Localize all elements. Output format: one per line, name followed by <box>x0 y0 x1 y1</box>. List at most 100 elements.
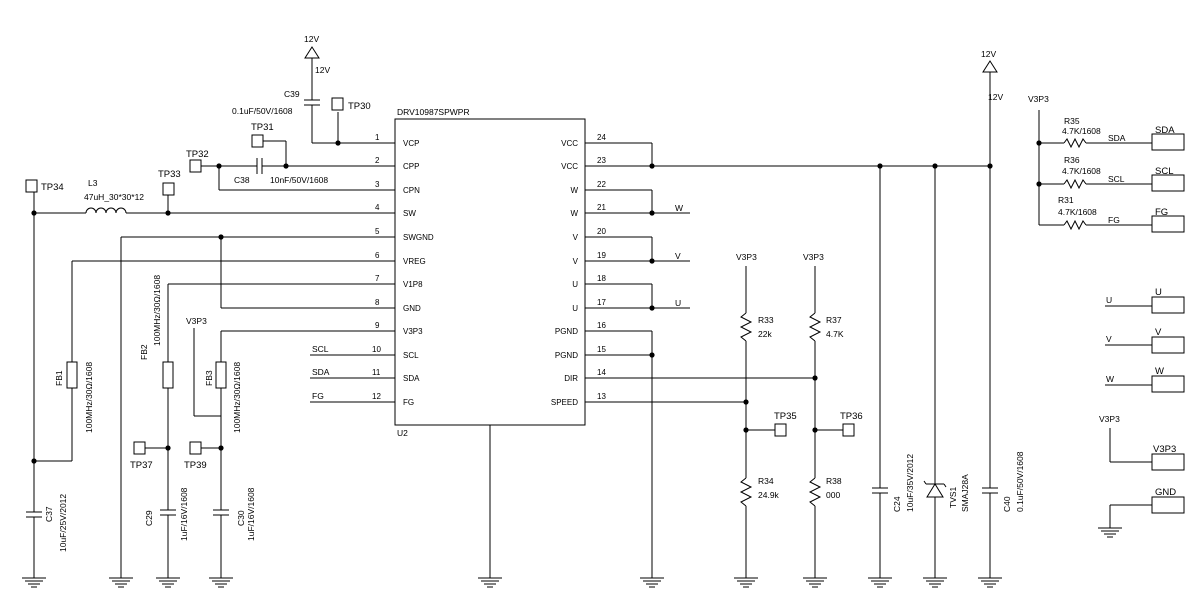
junction-dot <box>743 399 749 405</box>
net-u-in: U <box>1106 295 1112 305</box>
ground-icon <box>978 577 1002 588</box>
resistor-r33 <box>739 312 753 342</box>
test-point-tp32[interactable] <box>189 159 202 173</box>
pin-number: 6 <box>375 251 380 260</box>
connector-scl[interactable] <box>1151 174 1185 192</box>
connector-u-label: U <box>1155 287 1162 298</box>
r38-value: 000 <box>826 490 840 500</box>
ground-icon <box>478 577 502 588</box>
ground-icon <box>640 577 664 588</box>
capacitor-c39 <box>304 99 320 106</box>
tp31-label: TP31 <box>251 122 274 133</box>
pin-name: VREG <box>403 257 426 266</box>
test-point-tp37[interactable] <box>133 441 146 455</box>
junction-dot <box>987 163 993 169</box>
r36-value: 4.7K/1608 <box>1062 166 1101 176</box>
pin-number: 15 <box>597 345 606 354</box>
net-sda-pull: SDA <box>1108 133 1126 143</box>
ground-icon <box>868 577 892 588</box>
pin-number: 24 <box>597 133 606 142</box>
c40-ref: C40 <box>1002 496 1012 512</box>
junction-dot <box>812 375 818 381</box>
test-point-tp35[interactable] <box>774 423 787 437</box>
connector-v[interactable] <box>1151 336 1185 354</box>
connector-scl-label: SCL <box>1155 166 1173 177</box>
net-sda-in: SDA <box>312 367 330 377</box>
test-point-tp31[interactable] <box>251 134 264 148</box>
ic-ref-label: U2 <box>397 428 408 438</box>
c29-ref: C29 <box>144 510 154 526</box>
pin-number: 13 <box>597 392 606 401</box>
ground-icon <box>109 577 133 588</box>
pin-number: 12 <box>372 392 381 401</box>
pin-number: 7 <box>375 274 380 283</box>
connector-v3p3[interactable] <box>1151 453 1185 471</box>
fb3-value: 100MHz/30Ω/1608 <box>232 362 242 433</box>
pin-name: SW <box>403 209 416 218</box>
c39-ref: C39 <box>284 89 300 99</box>
pin-number: 4 <box>375 203 380 212</box>
net-w-out: W <box>675 203 683 213</box>
net-fg-pull: FG <box>1108 215 1120 225</box>
pin-name: SWGND <box>403 233 434 242</box>
ic-right-pins: 24 23 22 21 20 19 18 17 16 15 14 13 VCC … <box>551 133 815 407</box>
fb1-ref: FB1 <box>54 370 64 386</box>
connector-sda[interactable] <box>1151 133 1185 151</box>
ground-icon <box>923 577 947 588</box>
v3p3-r33-label: V3P3 <box>736 252 757 262</box>
pin-number: 17 <box>597 298 606 307</box>
r35-value: 4.7K/1608 <box>1062 126 1101 136</box>
ferrite-bead-fb2 <box>162 361 174 389</box>
connector-gnd[interactable] <box>1151 496 1185 514</box>
connector-gnd-label: GND <box>1155 487 1176 498</box>
test-point-tp39[interactable] <box>189 441 202 455</box>
ic-part-label: DRV10987SPWPR <box>397 107 470 117</box>
test-point-tp33[interactable] <box>162 182 175 196</box>
pin-name: CPP <box>403 162 419 171</box>
pin-number: 14 <box>597 368 606 377</box>
connector-fg-label: FG <box>1155 207 1168 218</box>
r35-ref: R35 <box>1064 116 1080 126</box>
resistor-r38 <box>808 477 822 507</box>
c29-value: 1uF/16V/1608 <box>179 487 189 541</box>
pin-name: V <box>573 257 579 266</box>
connector-u[interactable] <box>1151 296 1185 314</box>
c38-ref: C38 <box>234 175 250 185</box>
pin-name: FG <box>403 398 414 407</box>
capacitor-c37 <box>26 511 42 518</box>
pin-number: 1 <box>375 133 380 142</box>
tp37-label: TP37 <box>130 460 153 471</box>
test-point-tp34[interactable] <box>25 179 38 193</box>
pin-number: 23 <box>597 156 606 165</box>
fb2-ref: FB2 <box>139 344 149 360</box>
v3p3-pullup-label: V3P3 <box>1028 94 1049 104</box>
l3-value: 47uH_30*30*12 <box>84 192 144 202</box>
pin-number: 2 <box>375 156 380 165</box>
tvs1-value: SMAJ28A <box>960 474 970 512</box>
r34-value: 24.9k <box>758 490 780 500</box>
pin-name: SPEED <box>551 398 578 407</box>
test-point-tp30[interactable] <box>331 97 344 111</box>
pin-number: 5 <box>375 227 380 236</box>
capacitor-c24 <box>872 487 888 494</box>
ground-icon <box>156 577 180 588</box>
tvs-bar-end <box>943 483 947 488</box>
pin-number: 9 <box>375 321 380 330</box>
pin-name: U <box>572 280 578 289</box>
pin-number: 16 <box>597 321 606 330</box>
capacitor-c38 <box>256 158 263 174</box>
tp32-label: TP32 <box>186 149 209 160</box>
c24-value: 10uF/35V/2012 <box>905 454 915 512</box>
c39-value: 0.1uF/50V/1608 <box>232 106 293 116</box>
tp39-label: TP39 <box>184 460 207 471</box>
pin-number: 19 <box>597 251 606 260</box>
pin-number: 8 <box>375 298 380 307</box>
pin-name: DIR <box>564 374 578 383</box>
connector-w[interactable] <box>1151 375 1185 393</box>
net-fg-in: FG <box>312 391 324 401</box>
test-point-tp36[interactable] <box>842 423 855 437</box>
pin-name: SDA <box>403 374 420 383</box>
net-scl-in: SCL <box>312 344 329 354</box>
tvs-diode-icon <box>926 483 944 498</box>
connector-fg[interactable] <box>1151 215 1185 233</box>
